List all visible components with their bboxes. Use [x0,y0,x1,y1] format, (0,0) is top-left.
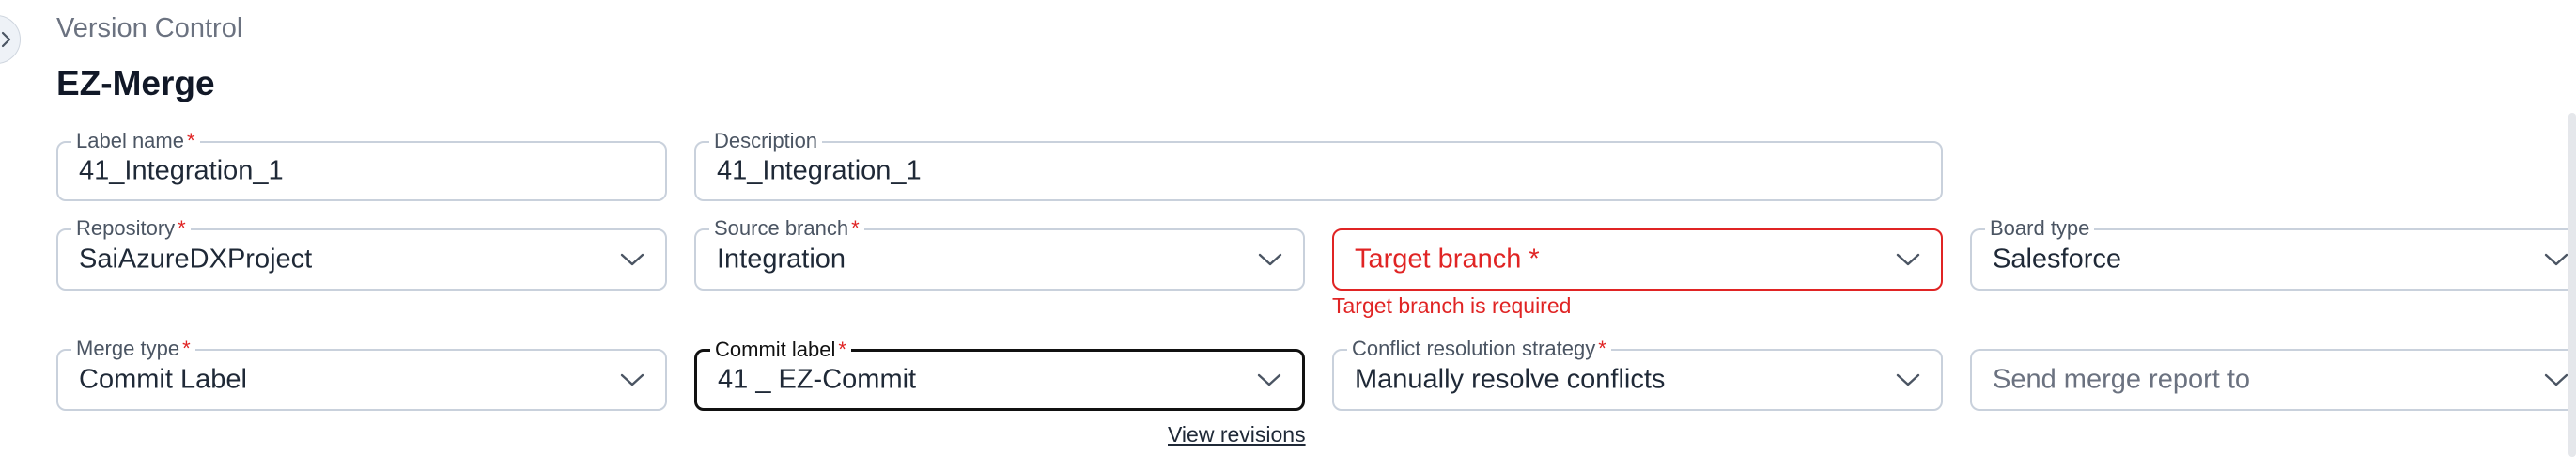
view-revisions-link[interactable]: View revisions [1168,422,1306,447]
chevron-down-icon [1896,373,1920,386]
source-branch-select[interactable]: Source branch* Integration [694,217,1305,291]
sidebar-expand-button[interactable] [0,15,21,64]
merge-type-select[interactable]: Merge type* Commit Label [56,338,667,411]
commit-label-select[interactable]: Commit label* 41 _ EZ-Commit [694,339,1305,411]
label-name-value: 41_Integration_1 [79,155,284,186]
merge-type-label: Merge type* [71,338,195,360]
target-branch-placeholder: Target branch * [1355,244,1540,275]
merge-report-select[interactable]: Send merge report to [1970,349,2576,411]
conflict-strategy-value: Manually resolve conflicts [1355,364,1666,395]
label-name-field[interactable]: Label name* 41_Integration_1 [56,130,667,201]
description-value: 41_Integration_1 [717,155,922,186]
chevron-down-icon [1258,253,1282,266]
board-type-value: Salesforce [1993,244,2122,275]
conflict-strategy-label: Conflict resolution strategy* [1347,338,1611,360]
description-label: Description [709,130,823,152]
chevron-down-icon [620,373,644,386]
source-branch-label: Source branch* [709,217,864,240]
commit-label-value: 41 _ EZ-Commit [718,364,917,395]
label-name-label: Label name* [71,130,200,152]
target-branch-select[interactable]: Target branch * [1332,228,1943,291]
merge-report-placeholder: Send merge report to [1993,364,2251,395]
chevron-down-icon [2544,253,2568,266]
merge-type-value: Commit Label [79,364,247,395]
description-field[interactable]: Description 41_Integration_1 [694,130,1943,201]
board-type-select[interactable]: Board type Salesforce [1970,217,2576,291]
chevron-down-icon [1257,373,1281,386]
chevron-right-icon [1,31,11,48]
page-title: EZ-Merge [56,64,215,102]
repository-select[interactable]: Repository* SaiAzureDXProject [56,217,667,291]
page-scrollbar[interactable] [2568,113,2576,457]
repository-label: Repository* [71,217,191,240]
target-branch-error: Target branch is required [1332,293,1572,318]
conflict-strategy-select[interactable]: Conflict resolution strategy* Manually r… [1332,338,1943,411]
chevron-down-icon [1896,253,1920,266]
chevron-down-icon [620,253,644,266]
breadcrumb: Version Control [56,13,243,43]
commit-label-label: Commit label* [710,339,851,361]
source-branch-value: Integration [717,244,846,275]
chevron-down-icon [2544,373,2568,386]
repository-value: SaiAzureDXProject [79,244,313,275]
board-type-label: Board type [1985,217,2095,240]
